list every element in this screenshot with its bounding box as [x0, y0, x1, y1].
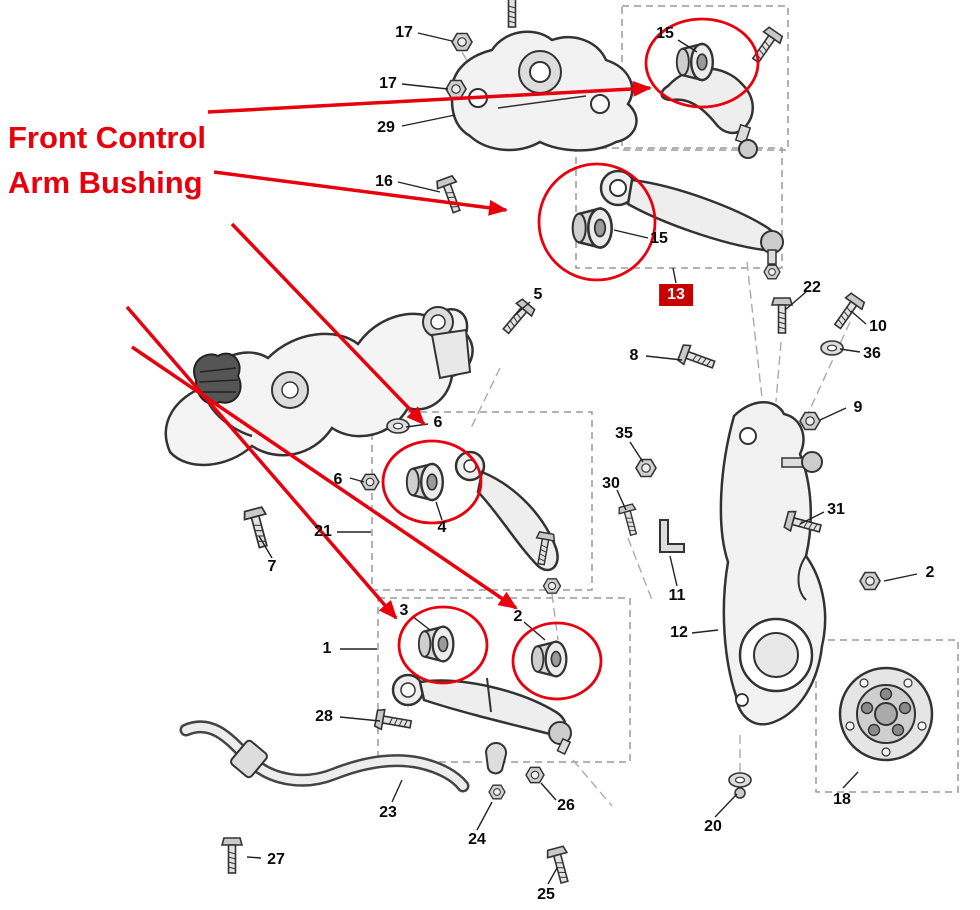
part-callout: 2 — [513, 608, 523, 625]
fasteners — [221, 32, 881, 886]
part-callout: 26 — [557, 797, 575, 814]
part-callout: 8 — [629, 347, 639, 364]
part-callout: 11 — [668, 587, 686, 604]
part-callout: 15 — [650, 230, 668, 247]
part-callout: 3 — [399, 602, 409, 619]
part-callout: 36 — [863, 345, 881, 362]
highlighted-part-badge: 13 — [659, 284, 693, 306]
part-callout: 17 — [379, 75, 397, 92]
part-callout: 25 — [537, 886, 555, 903]
highlight-circle — [537, 162, 657, 282]
part-callout: 31 — [827, 501, 845, 518]
highlight-circle — [511, 621, 603, 701]
part-callout: 7 — [267, 558, 277, 575]
bushing-3 — [417, 625, 455, 663]
part-top-bracket — [450, 0, 638, 152]
diagram-title: Front Control Arm Bushing — [8, 116, 206, 206]
part-callout: 35 — [615, 425, 633, 442]
bushing-2 — [530, 640, 568, 678]
part-callout: 16 — [375, 173, 393, 190]
part-lower-rear-arm — [391, 625, 572, 756]
part-upper-rear-arm — [571, 169, 784, 280]
part-lower-front-arm — [405, 450, 562, 594]
part-callout: 27 — [267, 851, 285, 868]
part-callout: 10 — [869, 318, 887, 335]
highlight-circles — [381, 17, 760, 701]
leader-lines — [246, 32, 918, 885]
part-bracket — [659, 519, 685, 553]
annotation-arrows — [125, 80, 652, 620]
part-callout: 9 — [853, 399, 863, 416]
part-knuckle — [719, 401, 827, 726]
highlight-circle — [644, 17, 760, 109]
part-callout: 17 — [395, 24, 413, 41]
highlight-circle — [397, 605, 489, 685]
part-clamp-hardware — [484, 742, 545, 800]
part-callout: 23 — [379, 804, 397, 821]
part-callout: 18 — [833, 791, 851, 808]
bushing-15-mid — [571, 207, 614, 249]
annotation-arrow — [131, 345, 518, 610]
part-callout: 5 — [533, 286, 543, 303]
part-upper-front-arm — [660, 25, 785, 159]
part-callout: 6 — [433, 414, 443, 431]
part-callout: 22 — [803, 279, 821, 296]
part-callout: 21 — [314, 523, 332, 540]
annotation-arrow — [207, 80, 652, 114]
part-callout: 2 — [925, 564, 935, 581]
title-line-1: Front Control — [8, 120, 207, 155]
part-stabilizer-bar — [179, 720, 470, 793]
part-hub — [838, 666, 934, 762]
axis-lines — [461, 51, 851, 807]
title-line-2: Arm Bushing — [8, 164, 203, 200]
bushing-15-top — [675, 42, 714, 82]
part-callout: 6 — [333, 471, 343, 488]
annotation-arrow — [125, 305, 398, 620]
part-callout: 1 — [322, 640, 332, 657]
part-callout: 30 — [602, 475, 620, 492]
part-callout: 28 — [315, 708, 333, 725]
part-callout: 15 — [656, 25, 674, 42]
part-callout: 29 — [377, 119, 395, 136]
part-callout: 20 — [704, 818, 722, 835]
part-callout: 4 — [437, 519, 447, 536]
highlight-circle — [381, 439, 483, 525]
part-subframe — [164, 306, 474, 467]
annotation-arrow — [213, 170, 508, 216]
part-callout: 12 — [670, 624, 688, 641]
part-callout: 24 — [468, 831, 486, 848]
bushing-4 — [405, 462, 444, 502]
annotation-arrow — [230, 222, 426, 426]
